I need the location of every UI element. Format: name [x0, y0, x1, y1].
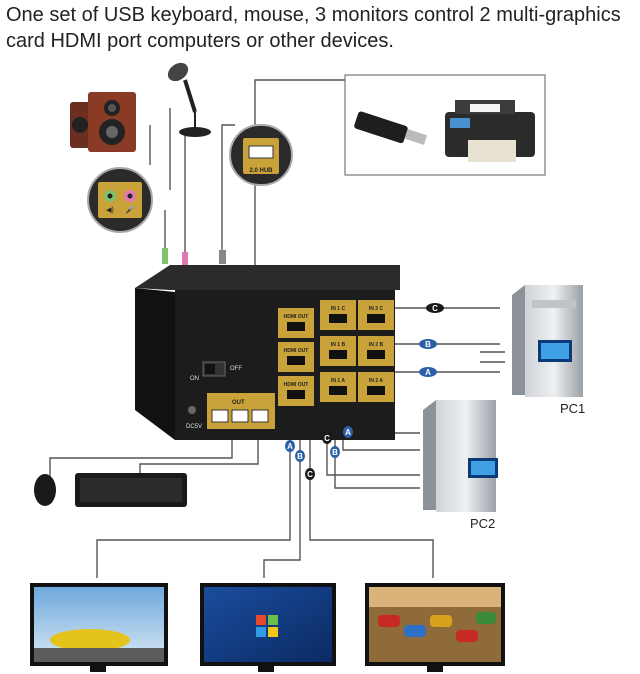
usb-devices-box: [344, 74, 546, 176]
hdmi-out-label: HDMI OUT: [284, 314, 309, 320]
monitor-icon: [200, 583, 336, 672]
pc1-label: PC1: [560, 401, 585, 416]
microphone-icon: [167, 62, 211, 137]
in-1c-label: IN 1 C: [331, 306, 346, 312]
cable-tags: C B A A B C C B A: [285, 303, 444, 480]
kvm-switch: ON OFF DC5V OUT HDMI OUT HDMI OUT HDMI O…: [135, 265, 400, 440]
svg-text:C: C: [324, 434, 330, 443]
hub-label: 2.0 HUB: [249, 168, 273, 174]
tag-b: B: [419, 339, 437, 349]
svg-text:C: C: [432, 304, 438, 313]
monitor-icon: [30, 583, 168, 672]
tag-a: A: [285, 440, 295, 452]
svg-text:A: A: [287, 442, 293, 451]
usb-hub-icon: 2.0 HUB: [229, 124, 293, 186]
hdmi-port[interactable]: [367, 350, 385, 359]
headline-line-2: card HDMI port computers or other device…: [6, 30, 394, 52]
usb-out-label: OUT: [232, 400, 245, 406]
monitor-icon: [365, 583, 505, 672]
svg-text:B: B: [332, 448, 338, 457]
keyboard-icon: [75, 473, 187, 507]
svg-text:🎤: 🎤: [126, 205, 135, 214]
hdmi-in-columns: IN 1 C IN 2 C IN 1 B IN 2 B IN 1 A IN 2 …: [320, 300, 394, 402]
audio-plugs: [162, 248, 226, 268]
tag-b: B: [295, 450, 305, 462]
headline: One set of USB keyboard, mouse, 3 monito…: [6, 2, 636, 54]
hdmi-port[interactable]: [287, 322, 305, 331]
hdmi-out-label: HDMI OUT: [284, 382, 309, 388]
printer-icon: [445, 100, 535, 162]
audio-jack-icon: ◀) 🎤: [87, 167, 153, 233]
usb-port[interactable]: [251, 409, 269, 423]
tag-c: C: [426, 303, 444, 313]
svg-text:B: B: [297, 452, 303, 461]
pc-tower-icon: [512, 285, 583, 397]
hdmi-out-label: HDMI OUT: [284, 348, 309, 354]
hdmi-port[interactable]: [329, 350, 347, 359]
speaker-icon: [70, 92, 136, 152]
usb-flash-drive-icon: [354, 111, 428, 145]
power-label: DC5V: [186, 424, 202, 430]
pc2-label: PC2: [470, 516, 495, 531]
svg-text:◀): ◀): [106, 207, 114, 214]
tag-a: A: [419, 367, 437, 377]
hdmi-port[interactable]: [329, 386, 347, 395]
in-2b-label: IN 2 B: [369, 342, 384, 348]
hdmi-port[interactable]: [367, 386, 385, 395]
pc-tower-icon: [423, 400, 498, 512]
power-jack[interactable]: [188, 406, 196, 414]
in-1b-label: IN 1 B: [331, 342, 346, 348]
hdmi-out-column: HDMI OUT HDMI OUT HDMI OUT: [278, 308, 314, 406]
mouse-icon: [34, 474, 56, 506]
hdmi-port[interactable]: [287, 356, 305, 365]
power-switch[interactable]: [202, 361, 226, 377]
tag-c: C: [322, 432, 332, 444]
tag-c: C: [305, 468, 315, 480]
usb-port[interactable]: [211, 409, 229, 423]
svg-text:A: A: [345, 428, 351, 437]
usb-port-panel: OUT: [207, 393, 275, 429]
svg-text:B: B: [425, 340, 431, 349]
in-2c-label: IN 2 C: [369, 306, 384, 312]
usb-port[interactable]: [231, 409, 249, 423]
off-label: OFF: [230, 366, 242, 372]
on-label: ON: [190, 376, 199, 382]
svg-text:A: A: [425, 368, 431, 377]
hdmi-port[interactable]: [367, 314, 385, 323]
in-1a-label: IN 1 A: [331, 378, 345, 384]
tag-a: A: [343, 426, 353, 438]
hdmi-port[interactable]: [329, 314, 347, 323]
svg-text:C: C: [307, 470, 313, 479]
headline-line-1: One set of USB keyboard, mouse, 3 monito…: [6, 4, 621, 26]
hdmi-port[interactable]: [287, 390, 305, 399]
tag-b: B: [330, 446, 340, 458]
in-2a-label: IN 2 A: [369, 378, 383, 384]
